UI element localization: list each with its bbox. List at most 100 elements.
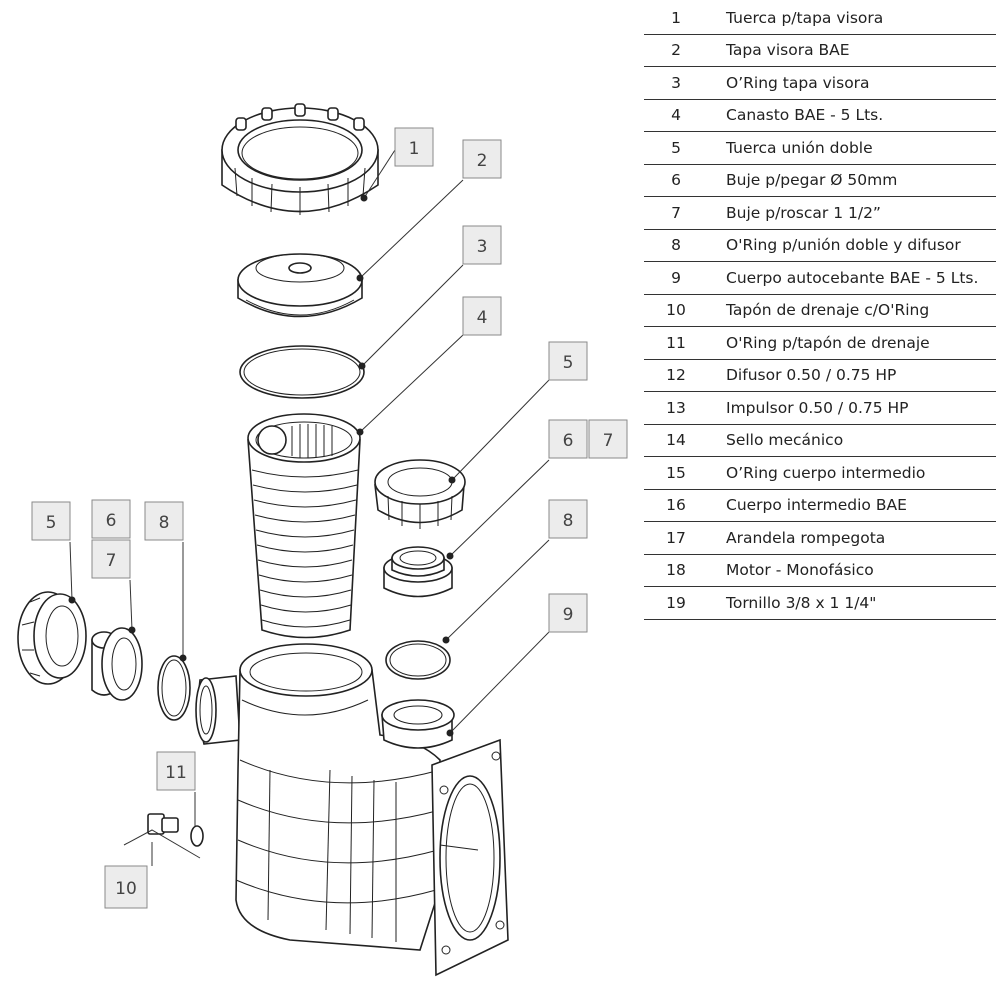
part-number: 6 [644,164,708,197]
callout-4: 4 [462,296,502,336]
part-number: 1 [644,2,708,35]
part-description: O’Ring tapa visora [708,66,996,100]
part-description: Canasto BAE - 5 Lts. [708,99,996,132]
leader-lines [68,149,550,866]
part-description: Motor - Monofásico [708,554,996,587]
part-description: Tuerca unión doble [708,131,996,165]
part-number: 14 [644,424,708,457]
part-description: Buje p/roscar 1 1/2” [708,196,996,230]
svg-text:9: 9 [563,605,574,625]
svg-text:11: 11 [165,763,187,783]
part-description: Tapón de drenaje c/O'Ring [708,294,996,327]
part-description: Impulsor 0.50 / 0.75 HP [708,391,996,425]
part-3-oring [239,345,365,399]
part-description: Cuerpo autocebante BAE - 5 Lts. [708,261,996,295]
callout-5-left: 5 [31,501,71,541]
svg-text:5: 5 [46,513,57,533]
svg-text:8: 8 [159,513,170,533]
part-number: 16 [644,489,708,522]
callout-11: 11 [156,751,196,791]
part-number: 18 [644,554,708,587]
part-description: Tornillo 3/8 x 1 1/4" [708,586,996,620]
callout-8-left: 8 [144,501,184,541]
part-5-nut-left [17,591,87,685]
part-description: O'Ring p/tapón de drenaje [708,326,996,360]
part-number: 10 [644,294,708,327]
part-description: O'Ring p/unión doble y difusor [708,229,996,262]
part-9-pump-body [195,643,509,977]
part-number: 4 [644,99,708,132]
part-number: 3 [644,66,708,100]
svg-text:7: 7 [603,431,614,451]
svg-text:3: 3 [477,237,488,257]
callout-10: 10 [104,865,148,909]
part-number: 11 [644,326,708,360]
part-number: 19 [644,586,708,620]
part-8-oring-left [157,655,191,721]
callout-1: 1 [394,127,434,167]
svg-text:5: 5 [563,353,574,373]
part-1-nut [221,103,379,215]
svg-text:8: 8 [563,511,574,531]
part-description: Sello mecánico [708,424,996,457]
part-6-7-bushing-left [91,627,143,701]
callout-2: 2 [462,139,502,179]
part-description: Tuerca p/tapa visora [708,2,996,35]
callout-6-left: 6 [91,499,131,539]
callout-7-right: 7 [588,419,628,459]
callout-3: 3 [462,225,502,265]
part-number: 12 [644,359,708,392]
callout-7-left: 7 [91,539,131,579]
part-10-drain-plug [147,813,179,835]
part-number: 13 [644,391,708,425]
part-number: 17 [644,521,708,555]
part-description: Buje p/pegar Ø 50mm [708,164,996,197]
svg-text:6: 6 [106,511,117,531]
part-number: 15 [644,456,708,490]
part-number: 8 [644,229,708,262]
svg-text:1: 1 [409,139,420,159]
callout-9: 9 [548,593,588,633]
svg-text:7: 7 [106,551,117,571]
part-5-nut-right [374,459,466,529]
part-description: Arandela rompegota [708,521,996,555]
part-2-lid [237,253,363,318]
part-6-7-bushing-right [383,546,453,598]
callout-6-right: 6 [548,419,588,459]
part-description: O’Ring cuerpo intermedio [708,456,996,490]
part-description: Cuerpo intermedio BAE [708,489,996,522]
callout-8-right: 8 [548,499,588,539]
callout-5-right: 5 [548,341,588,381]
svg-text:2: 2 [477,151,488,171]
part-8-oring-right [385,640,451,680]
part-description: Tapa visora BAE [708,34,996,67]
svg-text:10: 10 [115,879,137,899]
part-number: 9 [644,261,708,295]
part-description: Difusor 0.50 / 0.75 HP [708,359,996,392]
part-4-basket [247,413,361,639]
part-number: 5 [644,131,708,165]
svg-text:6: 6 [563,431,574,451]
part-11-oring-plug [190,825,204,847]
